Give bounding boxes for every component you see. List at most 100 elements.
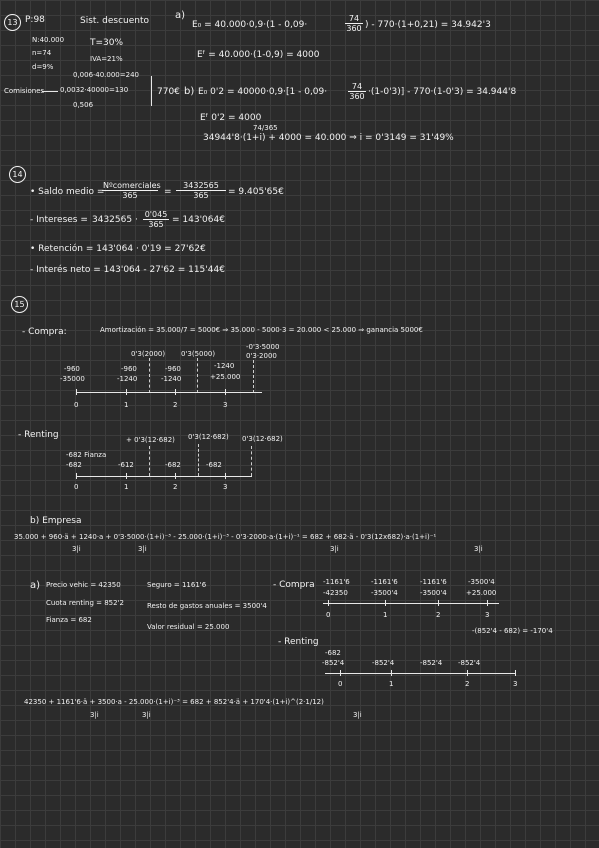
- renting2-v0a: -682: [325, 649, 341, 657]
- compra2-v3b: +25.000: [466, 589, 497, 597]
- part-b-label: b): [184, 86, 195, 97]
- final-sub-3: 3|i: [353, 711, 362, 719]
- renting-axis-1: 1: [124, 483, 129, 491]
- given-days: n=74: [32, 49, 52, 57]
- compra-v1b: -1240: [117, 375, 138, 383]
- renting2-tick-2: [467, 670, 468, 676]
- compra2-v2a: -1161'6: [420, 578, 447, 586]
- compra2-v2b: -3500'4: [420, 589, 447, 597]
- retencion-line: • Retención = 143'064 · 0'19 = 27'62€: [30, 244, 206, 254]
- renting-v0a: -682 Fianza: [66, 451, 107, 459]
- compra2-label: - Compra: [273, 580, 315, 590]
- seguro: Seguro = 1161'6: [147, 581, 207, 589]
- compra-v1a: -960: [121, 365, 137, 373]
- renting-axis-2: 2: [173, 483, 178, 491]
- renting-top-1: + 0'3(12·682): [126, 436, 175, 444]
- empresa-label: b) Empresa: [30, 516, 82, 526]
- resto-gastos: Resto de gastos anuales = 3500'4: [147, 602, 267, 610]
- renting2-axis-1: 1: [389, 680, 394, 688]
- renting-tick-0: [76, 473, 77, 479]
- renting-v1: -612: [118, 461, 134, 469]
- amortizacion-line: Amortización = 35.000/7 = 5000€ ⇒ 35.000…: [100, 326, 423, 334]
- renting2-v2: -852'4: [420, 659, 443, 667]
- precio-vehiculo: Precio vehic = 42350: [46, 581, 121, 589]
- compra2-v0b: -42350: [323, 589, 348, 597]
- compra-label: - Compra:: [22, 327, 67, 337]
- compra-dash-3: [253, 360, 254, 393]
- rate-iva: IVA=21%: [90, 55, 123, 63]
- renting2-v0b: -852'4: [322, 659, 345, 667]
- empresa-equation: 35.000 + 960·ä + 1240·a + 0'3·5000·(1+i)…: [14, 533, 437, 541]
- saldo-result: = 9.405'65€: [228, 187, 284, 197]
- renting-v2: -682: [165, 461, 181, 469]
- renting-tick-3: [225, 473, 226, 479]
- fianza: Fianza = 682: [46, 616, 92, 624]
- empresa-sub-3: 3|i: [330, 545, 339, 553]
- empresa-sub-2: 3|i: [138, 545, 147, 553]
- saldo-medio-label: • Saldo medio =: [30, 187, 105, 197]
- renting-tick-1: [126, 473, 127, 479]
- renting-dash-2: [198, 444, 199, 476]
- commission-brace: [151, 76, 152, 106]
- compra-axis-0: 0: [74, 401, 79, 409]
- renting2-tick-0: [340, 670, 341, 676]
- renting2-top: -(852'4 - 682) = -170'4: [472, 627, 553, 635]
- p13-b-line1-tail: ·(1-0'3)] - 770·(1-0'3) = 34.944'8: [368, 87, 517, 97]
- final-sub-1: 3|i: [90, 711, 99, 719]
- compra-top-3: -0'3·5000: [246, 343, 280, 351]
- p13-b-line2: Eᶠ 0'2 = 4000: [200, 113, 262, 123]
- empresa-sub-4: 3|i: [474, 545, 483, 553]
- renting-dash-3: [251, 446, 252, 476]
- compra2-tick-0: [328, 600, 329, 606]
- problem-15-number: 15: [11, 296, 28, 313]
- compra2-axis-1: 1: [383, 611, 388, 619]
- problem-13-number: 13: [4, 14, 21, 31]
- compra2-axis-0: 0: [326, 611, 331, 619]
- renting2-tick-1: [391, 670, 392, 676]
- compra-v0a: -960: [64, 365, 80, 373]
- part-a-label: a): [175, 10, 186, 21]
- renting2-tick-3: [515, 670, 516, 676]
- compra2-v1b: -3500'4: [371, 589, 398, 597]
- given-n: N:40.000: [32, 36, 65, 44]
- renting-axis-0: 0: [74, 483, 79, 491]
- commission-bot: 0,506: [73, 101, 94, 109]
- compra2-v1a: -1161'6: [371, 578, 398, 586]
- compra-top-4: 0'3·2000: [246, 352, 277, 360]
- compra2-v0a: -1161'6: [323, 578, 350, 586]
- renting-dash-1: [149, 446, 150, 476]
- renting-top-3: 0'3(12·682): [242, 435, 283, 443]
- final-equation: 42350 + 1161'6·ä + 3500·a - 25.000·(1+i)…: [24, 698, 324, 706]
- compra-axis-1: 1: [124, 401, 129, 409]
- renting-axis-3: 3: [223, 483, 228, 491]
- commission-label: Comisiones: [4, 87, 45, 95]
- given-p: P:98: [25, 15, 45, 25]
- compra-tick-1: [126, 389, 127, 395]
- compra2-tick-1: [385, 600, 386, 606]
- p13-b-exponent: 74/365: [253, 124, 278, 132]
- part-a-15-label: a): [30, 580, 41, 591]
- renting-v3: -682: [206, 461, 222, 469]
- compra-axis-3: 3: [223, 401, 228, 409]
- system-header: Sist. descuento: [80, 16, 150, 26]
- compra-axis-2: 2: [173, 401, 178, 409]
- compra-tick-3: [225, 389, 226, 395]
- compra-v2b: -1240: [161, 375, 182, 383]
- compra-v3b: +25.000: [210, 373, 241, 381]
- valor-residual: Valor residual = 25.000: [147, 623, 230, 631]
- intereses-result: = 143'064€: [172, 215, 225, 225]
- rate-t: T=30%: [90, 38, 124, 48]
- compra2-v3a: -3500'4: [468, 578, 495, 586]
- renting2-axis-2: 2: [465, 680, 470, 688]
- problem-14-number: 14: [9, 166, 26, 183]
- commission-bracket-line: [42, 91, 58, 92]
- compra2-axis: [323, 603, 499, 604]
- renting2-label: - Renting: [278, 637, 319, 647]
- compra-tick-0: [76, 389, 77, 395]
- compra-axis: [76, 392, 262, 393]
